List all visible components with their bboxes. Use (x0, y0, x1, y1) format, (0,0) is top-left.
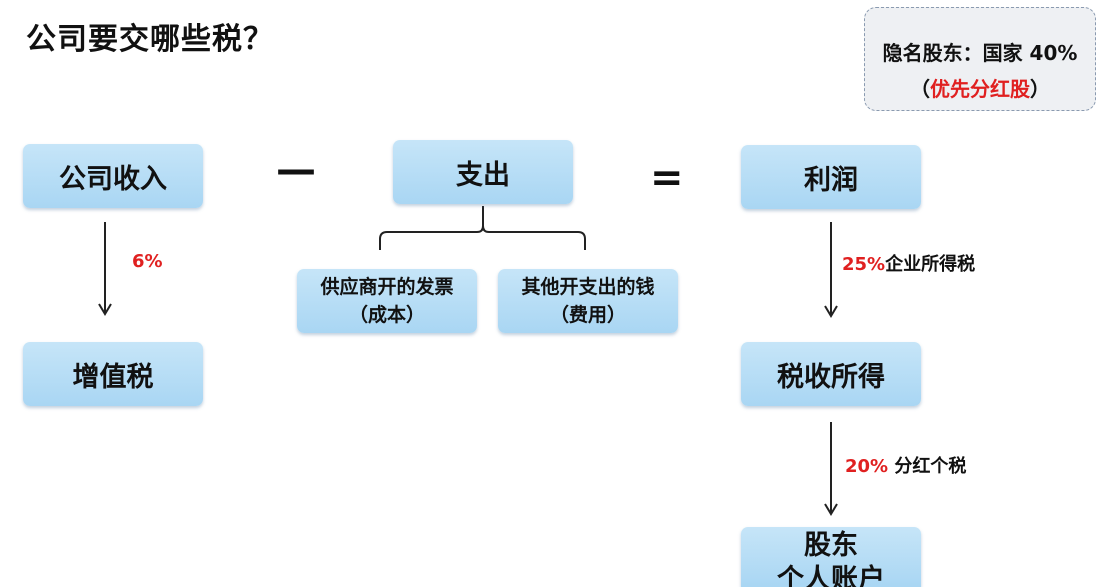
shareholder-box: 股东 个人账户 (741, 527, 921, 587)
expense-bracket (379, 206, 586, 250)
supplier-invoice-line2: （成本） (348, 304, 425, 326)
dividend-tax-label: 20% 分红个税 (845, 452, 966, 478)
arrowhead-income-to-vat (98, 303, 112, 316)
supplier-invoice-line1: 供应商开的发票 (320, 276, 454, 298)
shareholder-line2: 个人账户 (777, 564, 885, 587)
cit-label: 25%企业所得税 (842, 250, 975, 276)
profit-box: 利润 (741, 145, 921, 209)
dividend-rate: 20% (845, 456, 889, 477)
note-box: 隐名股东：国家 40% （优先分红股） (864, 7, 1096, 111)
arrowhead-profit-to-aftertax (824, 305, 838, 318)
other-expense-line2: （费用） (549, 304, 626, 326)
income-box: 公司收入 (23, 144, 203, 208)
equals-operator: = (650, 155, 684, 201)
aftertax-label: 税收所得 (777, 361, 885, 393)
note-paren-open: （ (910, 77, 930, 101)
vat-box: 增值税 (23, 342, 203, 406)
note-highlight: 优先分红股 (930, 77, 1030, 101)
note-line-1: 隐名股东：国家 40% (882, 41, 1078, 65)
cit-rate: 25% (842, 254, 886, 275)
other-expense-box: 其他开支出的钱 （费用） (498, 269, 678, 333)
minus-operator: — (276, 147, 316, 193)
arrowhead-aftertax-to-shareholder (824, 503, 838, 516)
supplier-invoice-box: 供应商开的发票 （成本） (297, 269, 477, 333)
dividend-name: 分红个税 (888, 456, 967, 477)
expense-box: 支出 (393, 140, 573, 204)
shareholder-line1: 股东 (804, 530, 858, 561)
vat-label: 增值税 (72, 361, 154, 393)
expense-label: 支出 (456, 159, 510, 191)
vat-rate-label: 6% (132, 251, 163, 272)
profit-label: 利润 (804, 164, 858, 196)
page-title: 公司要交哪些税？ (26, 22, 274, 57)
note-paren-close: ） (1030, 77, 1050, 101)
note-line-2: （优先分红股） (865, 73, 1095, 102)
aftertax-box: 税收所得 (741, 342, 921, 406)
income-label: 公司收入 (59, 163, 167, 195)
cit-name: 企业所得税 (885, 254, 976, 275)
other-expense-line1: 其他开支出的钱 (521, 276, 655, 298)
